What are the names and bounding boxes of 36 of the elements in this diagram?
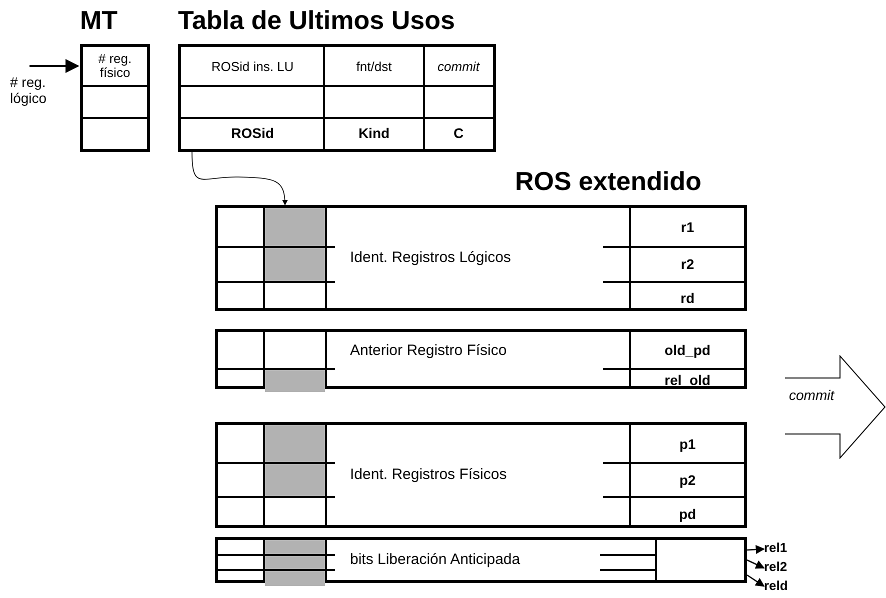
field-name: r1	[680, 218, 696, 238]
input-label: # reg. lógico	[10, 74, 48, 106]
arrow	[192, 152, 288, 206]
cell-text: Kind	[357, 124, 391, 144]
cell-text: commit	[436, 58, 481, 76]
register-block	[215, 537, 747, 583]
arrow	[746, 544, 765, 554]
signal-name: rel1	[764, 541, 788, 556]
arrow	[30, 59, 80, 73]
cell-text: # reg. físico	[97, 50, 133, 82]
table-title: Tabla de Ultimos Usos	[178, 5, 455, 35]
field-label: Ident. Registros Físicos	[350, 466, 507, 484]
field-label: Ident. Registros Lógicos	[350, 249, 511, 267]
field-name: p1	[678, 434, 697, 454]
cell-text: ROSid ins. LU	[210, 58, 295, 76]
field-name: old_pd	[664, 341, 712, 360]
cell-text: fnt/dst	[355, 58, 393, 76]
register-block	[215, 422, 747, 528]
field-label: Anterior Registro Físico	[350, 342, 507, 360]
field-name: p2	[678, 470, 697, 490]
section-title: ROS extendido	[515, 166, 702, 196]
field-name: pd	[678, 504, 698, 524]
field-label: bits Liberación Anticipada	[350, 551, 520, 569]
table-title: MT	[80, 5, 118, 35]
cell-text: ROSid	[230, 124, 275, 144]
register-block	[215, 205, 747, 311]
arrow	[746, 574, 765, 587]
arrow	[746, 559, 765, 569]
signal-name: reld	[764, 579, 788, 594]
arrow-label: commit	[789, 387, 834, 404]
register-block	[215, 329, 747, 389]
cell-text: C	[452, 124, 465, 144]
signal-name: rel2	[764, 560, 788, 575]
field-name: rd	[680, 288, 696, 308]
field-name: r2	[680, 255, 696, 274]
field-name: rel_old	[664, 371, 712, 390]
